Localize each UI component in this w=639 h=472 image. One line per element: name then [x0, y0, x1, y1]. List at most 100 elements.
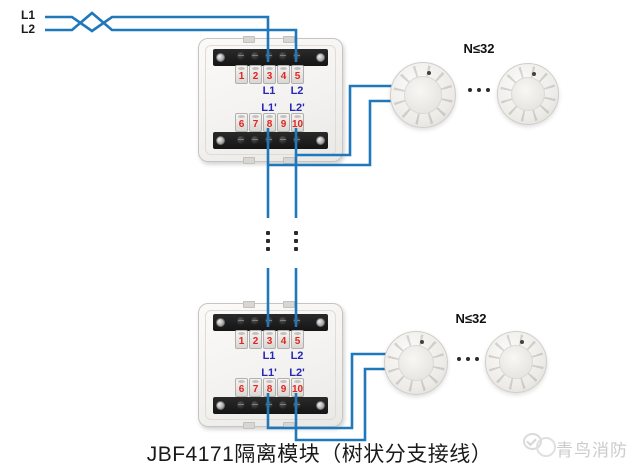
terminal-number: 7 — [252, 119, 259, 130]
detector-led-dot — [519, 339, 524, 344]
terminal-1: 1 — [235, 65, 248, 84]
wire-clamp-screw — [251, 52, 259, 60]
module-top-tab — [243, 301, 255, 308]
module-bottom-tab — [243, 157, 255, 164]
detector-limit-label-row1: N≤32 — [463, 41, 495, 56]
wire-clamp-screw — [237, 401, 245, 409]
smoke-detector — [384, 331, 448, 395]
terminal-number: 1 — [238, 336, 245, 347]
module-bottom-tab — [243, 422, 255, 429]
terminal-4: 4 — [277, 65, 290, 84]
terminal-3: 3 — [263, 330, 276, 349]
detector-led-dot — [426, 71, 431, 76]
more-detectors-dots — [457, 357, 479, 361]
terminal-number: 4 — [280, 336, 287, 347]
terminal-2: 2 — [249, 65, 262, 84]
terminal-6: 6 — [235, 378, 248, 397]
module-top-tab — [243, 36, 255, 43]
smoke-detector — [390, 62, 456, 128]
terminal-10: 10 — [291, 378, 304, 397]
strip-screw-hole — [316, 136, 325, 145]
strip-screw-hole — [216, 136, 225, 145]
wire-clamp-screw — [251, 401, 259, 409]
terminal-4: 4 — [277, 330, 290, 349]
module-top-tab — [283, 36, 295, 43]
terminal-number: 3 — [266, 71, 273, 82]
terminal-9: 9 — [277, 378, 290, 397]
wire-clamp-screw — [279, 317, 287, 325]
strip-screw-hole — [216, 401, 225, 410]
terminal-number: 5 — [294, 336, 301, 347]
terminal-number: 10 — [292, 384, 304, 395]
terminal-7: 7 — [249, 378, 262, 397]
terminal-number: 2 — [252, 71, 259, 82]
terminal-number: 10 — [292, 119, 304, 130]
more-detectors-dots — [468, 88, 490, 92]
terminal-number: 6 — [238, 119, 245, 130]
trunk-continuation-dots-l2 — [294, 231, 298, 251]
terminal-7: 7 — [249, 113, 262, 132]
feed-line-l2-label: L2 — [21, 22, 36, 36]
isolator-module-1: 1 2 3 4 5 L1 L2 L1' L2' 6 7 8 9 10 — [198, 36, 343, 164]
terminal-9: 9 — [277, 113, 290, 132]
terminal-number: 9 — [280, 119, 287, 130]
terminal-number: 3 — [266, 336, 273, 347]
terminal-label-l2: L2 — [290, 350, 304, 362]
detector-center — [498, 344, 534, 380]
wire-clamp-screw — [237, 317, 245, 325]
module-bottom-tab — [283, 422, 295, 429]
brand-logo-icon — [536, 437, 556, 457]
wire-clamp-screw — [251, 317, 259, 325]
terminal-number: 2 — [252, 336, 259, 347]
detector-limit-label-row2: N≤32 — [455, 311, 487, 326]
terminal-number: 5 — [294, 71, 301, 82]
terminal-number: 8 — [266, 384, 273, 395]
smoke-detector — [497, 63, 559, 125]
terminal-1: 1 — [235, 330, 248, 349]
wire-clamp-screw — [279, 52, 287, 60]
diagram-caption: JBF4171隔离模块（树状分支接线） — [146, 443, 493, 466]
terminal-label-l2: L2 — [290, 85, 304, 97]
terminal-number: 4 — [280, 71, 287, 82]
terminal-number: 9 — [280, 384, 287, 395]
terminal-number: 8 — [266, 119, 273, 130]
detector-led-dot — [531, 71, 536, 76]
terminal-number: 6 — [238, 384, 245, 395]
detector-led-dot — [419, 340, 424, 345]
wire-clamp-screw — [293, 136, 301, 144]
terminal-10: 10 — [291, 113, 304, 132]
brand-watermark: 青鸟消防 — [556, 441, 628, 460]
detector-center — [510, 76, 546, 112]
wire-clamp-screw — [251, 136, 259, 144]
feed-line-l1-label: L1 — [21, 8, 36, 22]
smoke-detector — [485, 331, 547, 393]
module-top-tab — [283, 301, 295, 308]
terminal-3: 3 — [263, 65, 276, 84]
wire-clamp-screw — [279, 136, 287, 144]
terminal-6: 6 — [235, 113, 248, 132]
strip-screw-hole — [316, 401, 325, 410]
wire-clamp-screw — [293, 52, 301, 60]
wire-clamp-screw — [265, 136, 273, 144]
wire-clamp-screw — [265, 52, 273, 60]
strip-screw-hole — [216, 318, 225, 327]
wire-clamp-screw — [279, 401, 287, 409]
terminal-number: 1 — [238, 71, 245, 82]
terminal-2: 2 — [249, 330, 262, 349]
detector-center — [404, 76, 442, 114]
terminal-8: 8 — [263, 378, 276, 397]
wire-clamp-screw — [293, 401, 301, 409]
terminal-label-l1: L1 — [262, 350, 276, 362]
strip-screw-hole — [316, 53, 325, 62]
wire-clamp-screw — [293, 317, 301, 325]
terminal-5: 5 — [291, 330, 304, 349]
module-bottom-tab — [283, 157, 295, 164]
isolator-module-2: 1 2 3 4 5 L1 L2 L1' L2' 6 7 8 9 10 — [198, 301, 343, 429]
terminal-number: 7 — [252, 384, 259, 395]
strip-screw-hole — [216, 53, 225, 62]
strip-screw-hole — [316, 318, 325, 327]
wire-clamp-screw — [237, 52, 245, 60]
terminal-5: 5 — [291, 65, 304, 84]
detector-center — [398, 345, 434, 381]
wire-clamp-screw — [237, 136, 245, 144]
